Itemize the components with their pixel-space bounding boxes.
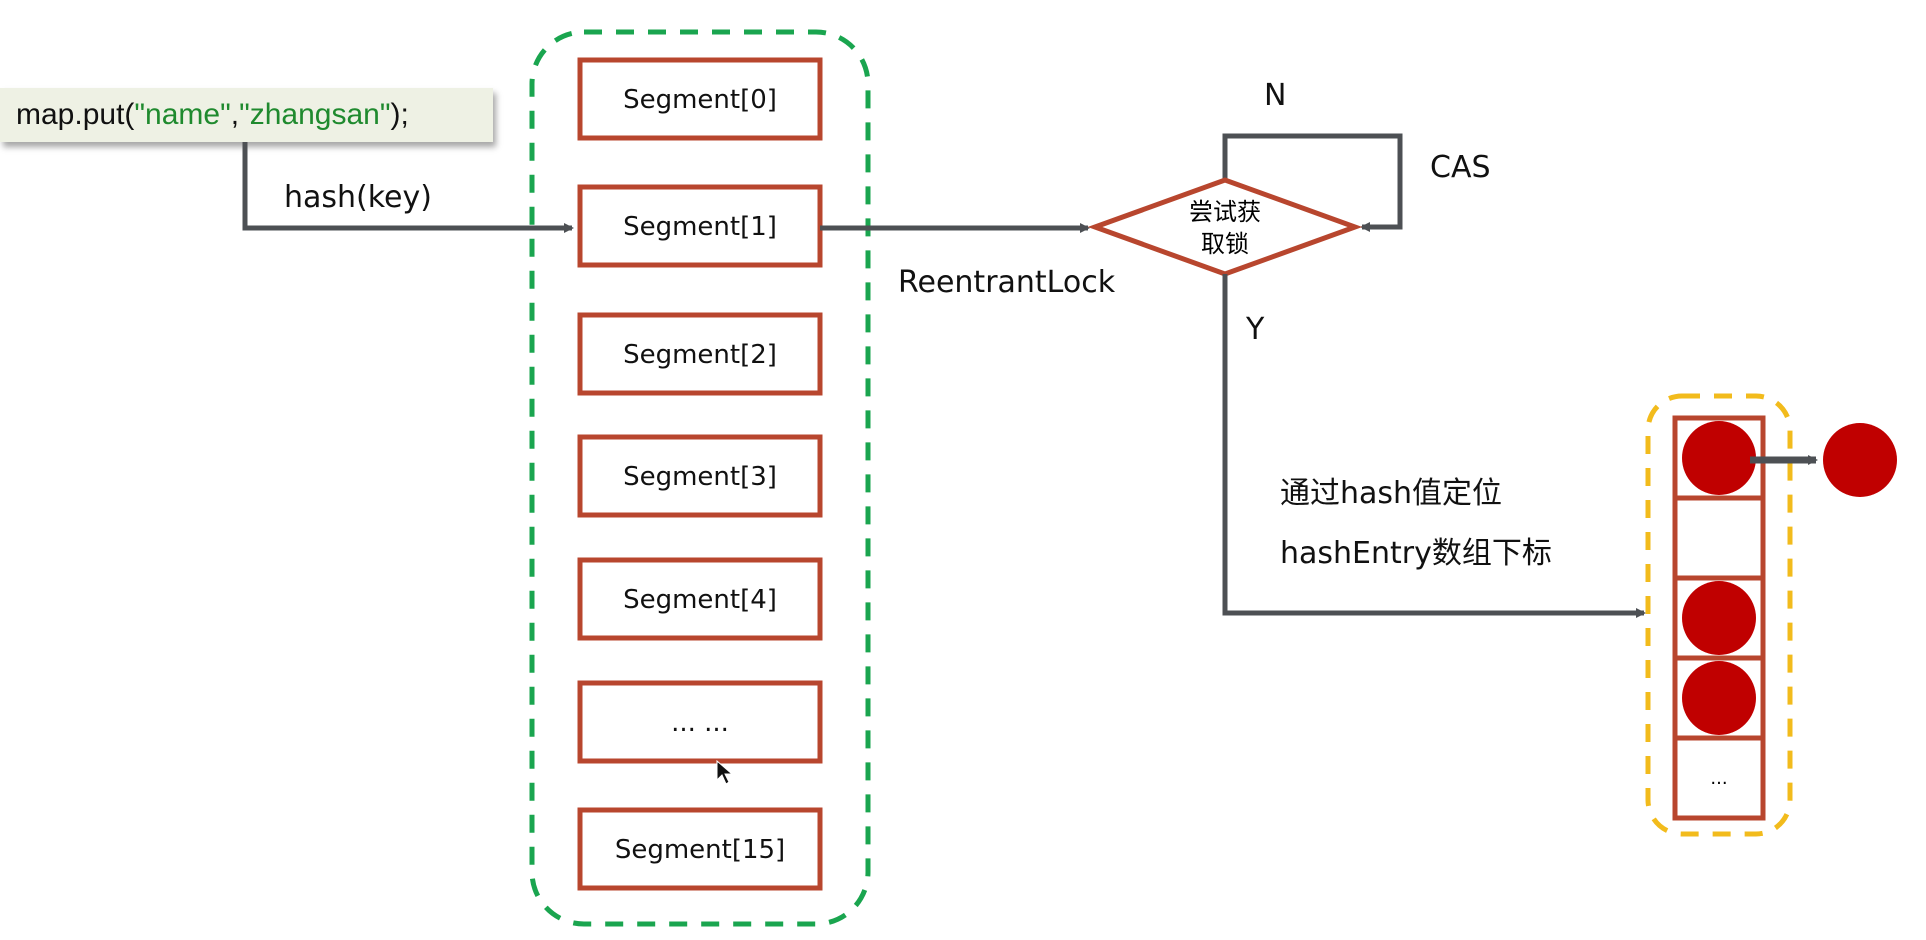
hash-entry-rect: [1672, 735, 1766, 821]
hash-key-arrow: [242, 142, 574, 233]
segment-rect: [577, 312, 823, 396]
decision-text-line2: 取锁: [1201, 230, 1249, 258]
segment-label: Segment[2]: [623, 340, 777, 370]
hash-entry-label: ...: [1710, 768, 1727, 789]
hash-entry-cell: [1672, 415, 1766, 501]
try-lock-decision: [1087, 177, 1363, 277]
segment-array-container: [529, 29, 871, 927]
locate-label-line2: hashEntry数组下标: [1280, 536, 1552, 571]
cas-label: CAS: [1430, 150, 1491, 185]
segment-rect: [577, 184, 823, 268]
segment-label: Segment[4]: [623, 585, 777, 615]
segment-list: Segment[0] Segment[1] Segment[2] Segment[3]…: [577, 57, 823, 891]
yes-label: Y: [1246, 312, 1265, 347]
segment-rect: [577, 807, 823, 891]
hash-entry-container: [1645, 393, 1793, 837]
segment-box: Segment[1]: [577, 184, 823, 268]
segment-label: Segment[15]: [615, 835, 785, 865]
hash-entry-list: ...: [1672, 415, 1766, 821]
code-prefix: map.put(: [16, 98, 135, 131]
hash-entry-cell: [1672, 575, 1766, 661]
segment-box: Segment[2]: [577, 312, 823, 396]
segment-box: Segment[0]: [577, 57, 823, 141]
segment-label: ... ...: [671, 708, 729, 738]
hash-entry-node: [1682, 661, 1756, 735]
segment-box: Segment[15]: [577, 807, 823, 891]
mouse-cursor-icon: [716, 760, 734, 785]
segment-label: Segment[3]: [623, 462, 777, 492]
hash-entry-cell: [1672, 495, 1766, 581]
decision-text-line1: 尝试获: [1189, 198, 1261, 226]
locate-label-line1: 通过hash值定位: [1280, 476, 1503, 511]
hash-key-label: hash(key): [284, 180, 432, 215]
segment-rect: [577, 680, 823, 764]
segment-box: ... ...: [577, 680, 823, 764]
reentrant-lock-label: ReentrantLock: [898, 265, 1116, 300]
locate-entry-arrow: [1222, 274, 1646, 618]
segment-rect: [577, 557, 823, 641]
code-key: "name": [134, 98, 231, 131]
cas-retry-arrow: [1222, 133, 1403, 232]
segment-box: Segment[3]: [577, 434, 823, 518]
code-suffix: );: [390, 98, 409, 131]
segment-box: Segment[4]: [577, 557, 823, 641]
hash-entry-rect: [1672, 495, 1766, 581]
linked-entry-node: [1823, 423, 1897, 497]
no-label: N: [1264, 78, 1287, 113]
segment-rect: [577, 434, 823, 518]
hash-entry-node: [1682, 581, 1756, 655]
code-statement: map.put("name","zhangsan");: [0, 88, 493, 142]
segment-rect: [577, 57, 823, 141]
code-value: "zhangsan": [239, 98, 391, 131]
segment-label: Segment[1]: [623, 212, 777, 242]
hash-entry-cell: [1672, 655, 1766, 741]
hash-entry-cell: ...: [1672, 735, 1766, 821]
code-sep: ,: [230, 98, 240, 131]
segment-label: Segment[0]: [623, 85, 777, 115]
hash-entry-node: [1682, 421, 1756, 495]
